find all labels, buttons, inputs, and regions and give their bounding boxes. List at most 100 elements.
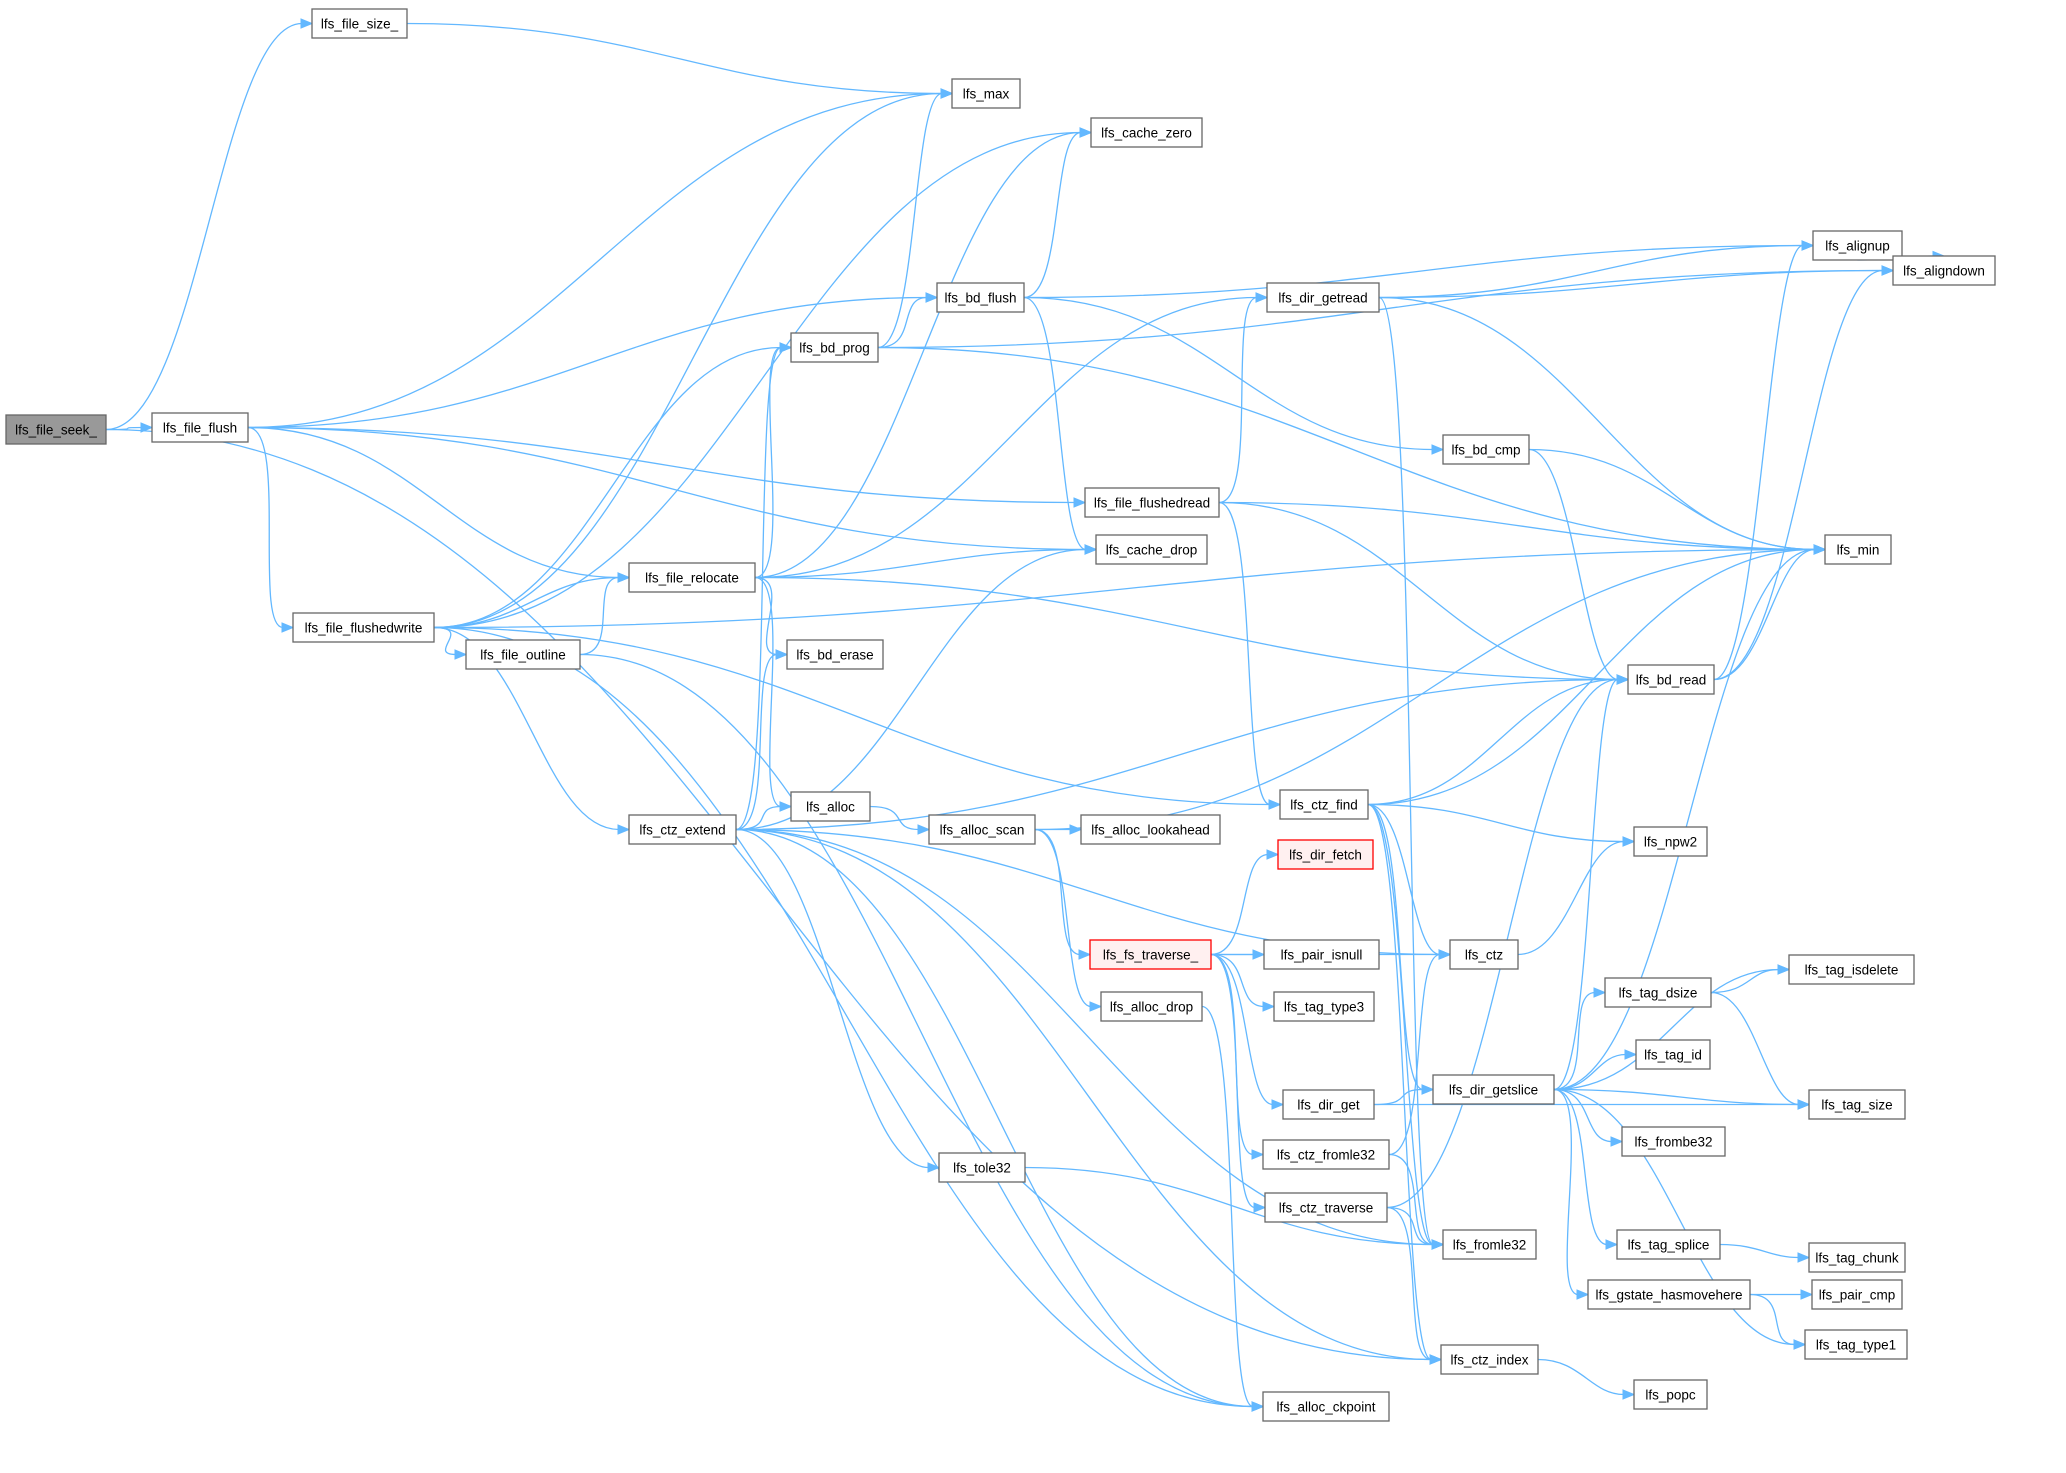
edge-lfs-bd-flush-to-lfs-alignup (1023, 244, 1804, 299)
edge-lfs-dir-getslice-to-lfs-tag-size (1553, 1088, 1800, 1106)
node-label: lfs_ctz (1465, 948, 1504, 963)
edge-lfs-fs-traverse-to-lfs-ctz-traverse (1210, 953, 1256, 1209)
node-lfs-ctz-extend[interactable]: lfs_ctz_extend (628, 814, 737, 845)
node-lfs-alloc-lookahead[interactable]: lfs_alloc_lookahead (1080, 814, 1221, 845)
node-box (1604, 977, 1712, 1008)
node-label: lfs_dir_get (1297, 1098, 1360, 1113)
edge-lfs-dir-getslice-to-lfs-tag-dsize (1553, 991, 1596, 1091)
edge-lfs-file-relocate-to-lfs-bd-prog (754, 346, 782, 579)
arrowhead (1251, 1401, 1265, 1412)
edges-layer (105, 18, 1946, 1412)
node-box (1804, 1329, 1908, 1360)
node-lfs-file-flushedwrite[interactable]: lfs_file_flushedwrite (292, 612, 435, 643)
arrowhead (1605, 1239, 1619, 1250)
node-lfs-tag-id[interactable]: lfs_tag_id (1635, 1039, 1711, 1070)
node-lfs-bd-read[interactable]: lfs_bd_read (1627, 664, 1715, 695)
arrowhead (1797, 1099, 1811, 1110)
node-lfs-file-size[interactable]: lfs_file_size_ (311, 8, 408, 39)
edge-lfs-fs-traverse-to-lfs-ctz-fromle32 (1210, 953, 1254, 1156)
nodes-layer: lfs_file_seek_ lfs_file_size_ lfs_file_flu… (5, 8, 1996, 1422)
arrowhead (1431, 444, 1445, 455)
node-lfs-tole32[interactable]: lfs_tole32 (938, 1152, 1026, 1183)
node-lfs-gstate-hasmovehere[interactable]: lfs_gstate_hasmovehere (1587, 1279, 1751, 1310)
node-box (1824, 534, 1892, 565)
edge-lfs-ctz-find-to-lfs-bd-read (1367, 678, 1619, 806)
edge-lfs-bd-read-to-lfs-aligndown (1713, 269, 1884, 681)
node-label: lfs_cache_drop (1106, 543, 1198, 558)
node-label: lfs_ctz_traverse (1279, 1201, 1374, 1216)
edge-lfs-bd-cmp-to-lfs-min (1528, 448, 1816, 551)
node-lfs-ctz[interactable]: lfs_ctz (1449, 939, 1519, 970)
node-lfs-min[interactable]: lfs_min (1824, 534, 1892, 565)
node-label: lfs_file_size_ (321, 17, 399, 32)
node-label: lfs_dir_getslice (1449, 1083, 1538, 1098)
node-label: lfs_bd_erase (796, 648, 873, 663)
arrowhead (1801, 240, 1815, 251)
node-lfs-alloc-ckpoint[interactable]: lfs_alloc_ckpoint (1262, 1391, 1390, 1422)
node-box (1811, 1279, 1903, 1310)
edge-lfs-ctz-extend-to-lfs-cache-drop (735, 548, 1087, 831)
node-lfs-ctz-traverse[interactable]: lfs_ctz_traverse (1264, 1192, 1388, 1223)
arrowhead (1616, 674, 1630, 685)
node-lfs-tag-type3[interactable]: lfs_tag_type3 (1273, 991, 1375, 1022)
node-label: lfs_fromle32 (1453, 1238, 1527, 1253)
edge-lfs-bd-cmp-to-lfs-bd-read (1528, 448, 1619, 681)
node-lfs-ctz-fromle32[interactable]: lfs_ctz_fromle32 (1262, 1139, 1390, 1170)
node-lfs-bd-flush[interactable]: lfs_bd_flush (936, 282, 1025, 313)
node-box (465, 639, 581, 670)
node-lfs-alloc-scan[interactable]: lfs_alloc_scan (928, 814, 1036, 845)
node-lfs-tag-size[interactable]: lfs_tag_size (1808, 1089, 1906, 1120)
node-box (1808, 1089, 1906, 1120)
node-box (1812, 230, 1903, 261)
node-lfs-alloc-drop[interactable]: lfs_alloc_drop (1100, 991, 1203, 1022)
edge-lfs-ctz-extend-to-lfs-alloc-ckpoint (735, 828, 1254, 1408)
arrowhead (1069, 824, 1083, 835)
node-lfs-dir-getread[interactable]: lfs_dir_getread (1266, 282, 1380, 313)
edge-lfs-file-relocate-to-lfs-cache-drop (754, 548, 1087, 579)
node-box (1449, 939, 1519, 970)
node-lfs-pair-cmp[interactable]: lfs_pair_cmp (1811, 1279, 1903, 1310)
node-lfs-bd-erase[interactable]: lfs_bd_erase (786, 639, 884, 670)
node-lfs-fromle32[interactable]: lfs_fromle32 (1442, 1229, 1537, 1260)
node-lfs-cache-zero[interactable]: lfs_cache_zero (1090, 117, 1203, 148)
node-lfs-tag-chunk[interactable]: lfs_tag_chunk (1808, 1242, 1906, 1273)
node-lfs-bd-prog[interactable]: lfs_bd_prog (790, 332, 879, 363)
node-lfs-aligndown[interactable]: lfs_aligndown (1892, 255, 1996, 286)
edge-lfs-ctz-extend-to-lfs-fromle32 (735, 828, 1434, 1246)
node-lfs-frombe32[interactable]: lfs_frombe32 (1621, 1126, 1726, 1157)
node-lfs-cache-drop[interactable]: lfs_cache_drop (1095, 534, 1208, 565)
edge-lfs-ctz-to-lfs-npw2 (1517, 840, 1625, 956)
node-lfs-ctz-find[interactable]: lfs_ctz_find (1279, 789, 1369, 820)
node-lfs-pair-isnull[interactable]: lfs_pair_isnull (1263, 939, 1380, 970)
node-lfs-tag-splice[interactable]: lfs_tag_splice (1616, 1229, 1721, 1260)
edge-lfs-ctz-extend-to-lfs-bd-prog (735, 346, 782, 831)
node-label: lfs_bd_read (1636, 673, 1707, 688)
node-lfs-popc[interactable]: lfs_popc (1633, 1379, 1708, 1410)
node-box (1080, 814, 1221, 845)
node-box (1277, 839, 1374, 870)
node-lfs-dir-get[interactable]: lfs_dir_get (1282, 1089, 1375, 1120)
node-lfs-npw2[interactable]: lfs_npw2 (1633, 826, 1708, 857)
node-box (292, 612, 435, 643)
node-lfs-file-flushedread[interactable]: lfs_file_flushedread (1084, 487, 1220, 518)
node-lfs-tag-type1[interactable]: lfs_tag_type1 (1804, 1329, 1908, 1360)
node-lfs-tag-dsize[interactable]: lfs_tag_dsize (1604, 977, 1712, 1008)
node-label: lfs_max (963, 87, 1010, 102)
edge-lfs-file-flushedwrite-to-lfs-alloc-ckpoint (433, 626, 1254, 1408)
node-lfs-max[interactable]: lfs_max (951, 78, 1021, 109)
node-lfs-ctz-index[interactable]: lfs_ctz_index (1440, 1344, 1539, 1375)
edge-lfs-dir-getread-to-lfs-aligndown (1378, 269, 1884, 299)
node-lfs-file-relocate[interactable]: lfs_file_relocate (628, 562, 756, 593)
node-lfs-tag-isdelete[interactable]: lfs_tag_isdelete (1788, 954, 1915, 985)
node-lfs-dir-fetch[interactable]: lfs_dir_fetch (1277, 839, 1374, 870)
node-lfs-file-flush[interactable]: lfs_file_flush (151, 412, 249, 443)
node-lfs-alloc[interactable]: lfs_alloc (790, 791, 871, 822)
node-label: lfs_alloc_scan (940, 823, 1025, 838)
node-lfs-dir-getslice[interactable]: lfs_dir_getslice (1432, 1074, 1555, 1105)
node-lfs-file-outline[interactable]: lfs_file_outline (465, 639, 581, 670)
node-lfs-fs-traverse[interactable]: lfs_fs_traverse_ (1089, 939, 1212, 970)
node-lfs-bd-cmp[interactable]: lfs_bd_cmp (1442, 434, 1530, 465)
node-lfs-alignup[interactable]: lfs_alignup (1812, 230, 1903, 261)
node-lfs-file-seek[interactable]: lfs_file_seek_ (5, 414, 107, 445)
